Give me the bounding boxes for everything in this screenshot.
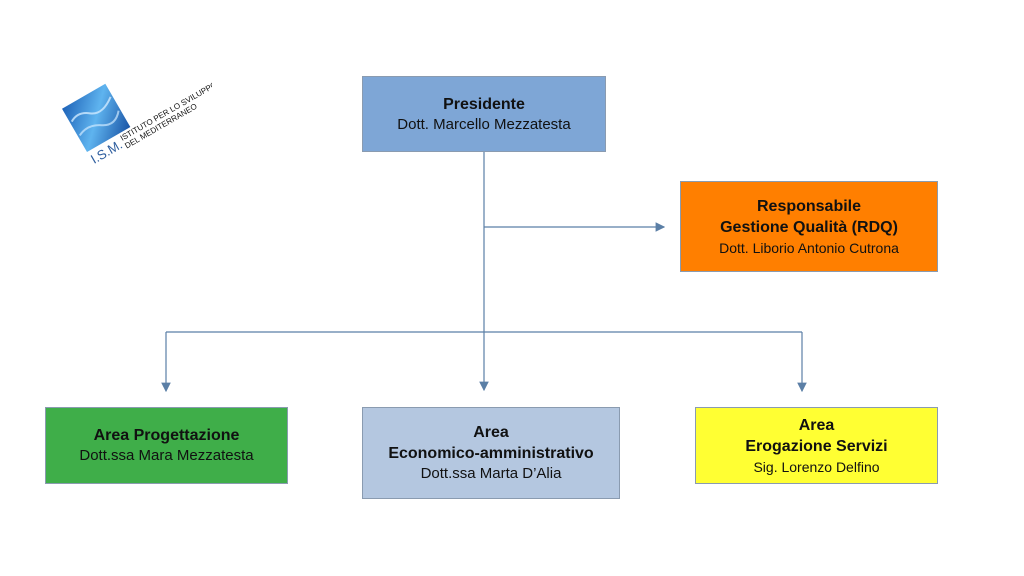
area-erogazione-title-line2: Erogazione Servizi [745, 437, 888, 455]
area-economico-title-line1: Area [473, 424, 509, 441]
area-progettazione-title: Area Progettazione [93, 427, 240, 444]
area-erogazione-box: Area Erogazione Servizi Sig. Lorenzo Del… [695, 407, 938, 484]
area-erogazione-name: Sig. Lorenzo Delfino [753, 458, 880, 475]
quality-title-line1: Responsabile [756, 197, 862, 215]
president-box: Presidente Dott. Marcello Mezzatesta [362, 76, 606, 152]
area-economico-title-line2: Economico-amministrativo [388, 445, 594, 462]
quality-box: Responsabile Gestione Qualità (RDQ) Dott… [680, 181, 938, 272]
area-economico-name: Dott.ssa Marta D’Alia [420, 465, 562, 482]
president-title: Presidente [443, 95, 525, 113]
president-name: Dott. Marcello Mezzatesta [397, 115, 571, 133]
logo-line1: ISTITUTO PER LO SVILUPPO [119, 80, 212, 143]
ism-logo: I.S.M. ISTITUTO PER LO SVILUPPO DEL MEDI… [62, 78, 219, 198]
area-progettazione-name: Dott.ssa Mara Mezzatesta [79, 447, 254, 464]
area-erogazione-title-line1: Area [798, 416, 835, 434]
area-progettazione-box: Area Progettazione Dott.ssa Mara Mezzate… [45, 407, 288, 484]
quality-name: Dott. Liborio Antonio Cutrona [719, 239, 899, 256]
area-economico-box: Area Economico-amministrativo Dott.ssa M… [362, 407, 620, 499]
quality-title-line2: Gestione Qualità (RDQ) [720, 218, 898, 236]
